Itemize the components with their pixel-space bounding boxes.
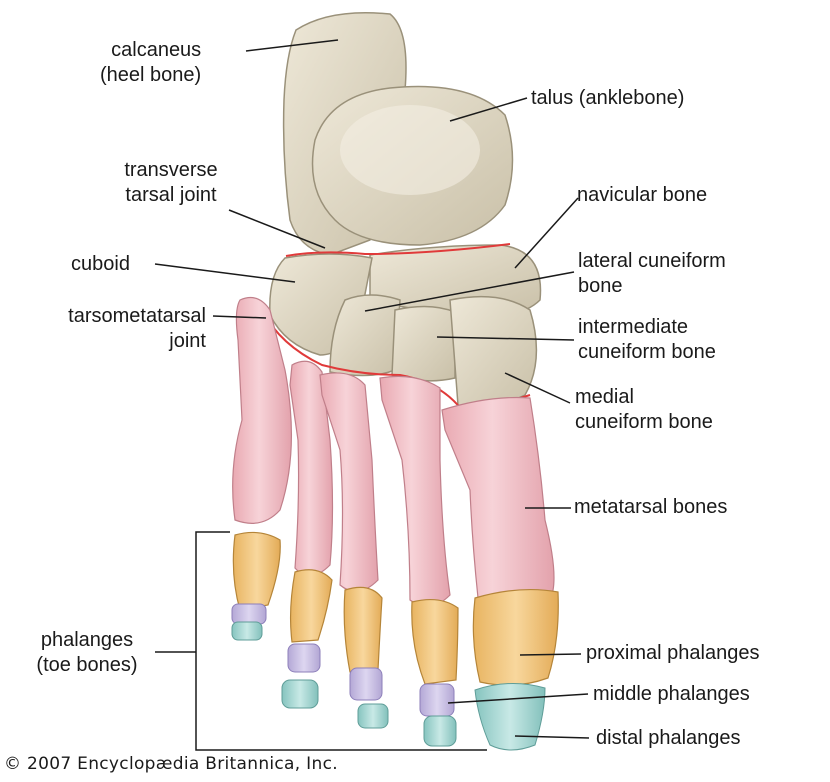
- label-metatarsal: metatarsal bones: [574, 495, 727, 520]
- label-proximal-phalanges: proximal phalanges: [586, 641, 759, 666]
- label-tarsometatarsal-joint: tarsometatarsal joint: [10, 304, 206, 354]
- leader-proximal: [520, 654, 581, 655]
- label-lateral-cuneiform: lateral cuneiform bone: [578, 249, 726, 299]
- distal-phalanx-4: [282, 680, 318, 708]
- middle-phalanx-4: [288, 644, 320, 672]
- label-distal-phalanges: distal phalanges: [596, 726, 741, 751]
- label-middle-phalanges: middle phalanges: [593, 682, 750, 707]
- proximal-phalanx-3: [344, 587, 382, 672]
- proximal-phalanx-2: [412, 600, 458, 684]
- leader-navicular: [515, 198, 578, 268]
- leader-cuboid: [155, 264, 295, 282]
- label-talus: talus (anklebone): [531, 86, 684, 111]
- middle-phalanx-5: [232, 604, 266, 624]
- proximal-phalanx-4: [291, 570, 332, 642]
- label-medial-cuneiform: medial cuneiform bone: [575, 385, 713, 435]
- proximal-phalanx-5: [233, 532, 280, 610]
- label-navicular: navicular bone: [577, 183, 707, 208]
- label-intermediate-cuneiform: intermediate cuneiform bone: [578, 315, 716, 365]
- metatarsal-2: [380, 376, 450, 606]
- intermediate-cuneiform-bone: [392, 306, 455, 380]
- label-cuboid: cuboid: [71, 252, 130, 277]
- metatarsal-1: [442, 398, 554, 605]
- middle-phalanx-3: [350, 668, 382, 700]
- label-calcaneus: calcaneus (heel bone): [100, 38, 201, 88]
- distal-phalanx-3: [358, 704, 388, 728]
- distal-phalanx-1: [475, 683, 545, 750]
- copyright-notice: © 2007 Encyclopædia Britannica, Inc.: [4, 754, 338, 774]
- distal-phalanx-2: [424, 716, 456, 746]
- middle-phalanx-2: [420, 684, 454, 716]
- label-phalanges: phalanges (toe bones): [20, 628, 154, 678]
- label-transverse-tarsal-joint: transverse tarsal joint: [96, 158, 246, 208]
- distal-phalanx-5: [232, 622, 262, 640]
- proximal-phalanx-1: [473, 590, 558, 686]
- medial-cuneiform-bone: [450, 297, 536, 407]
